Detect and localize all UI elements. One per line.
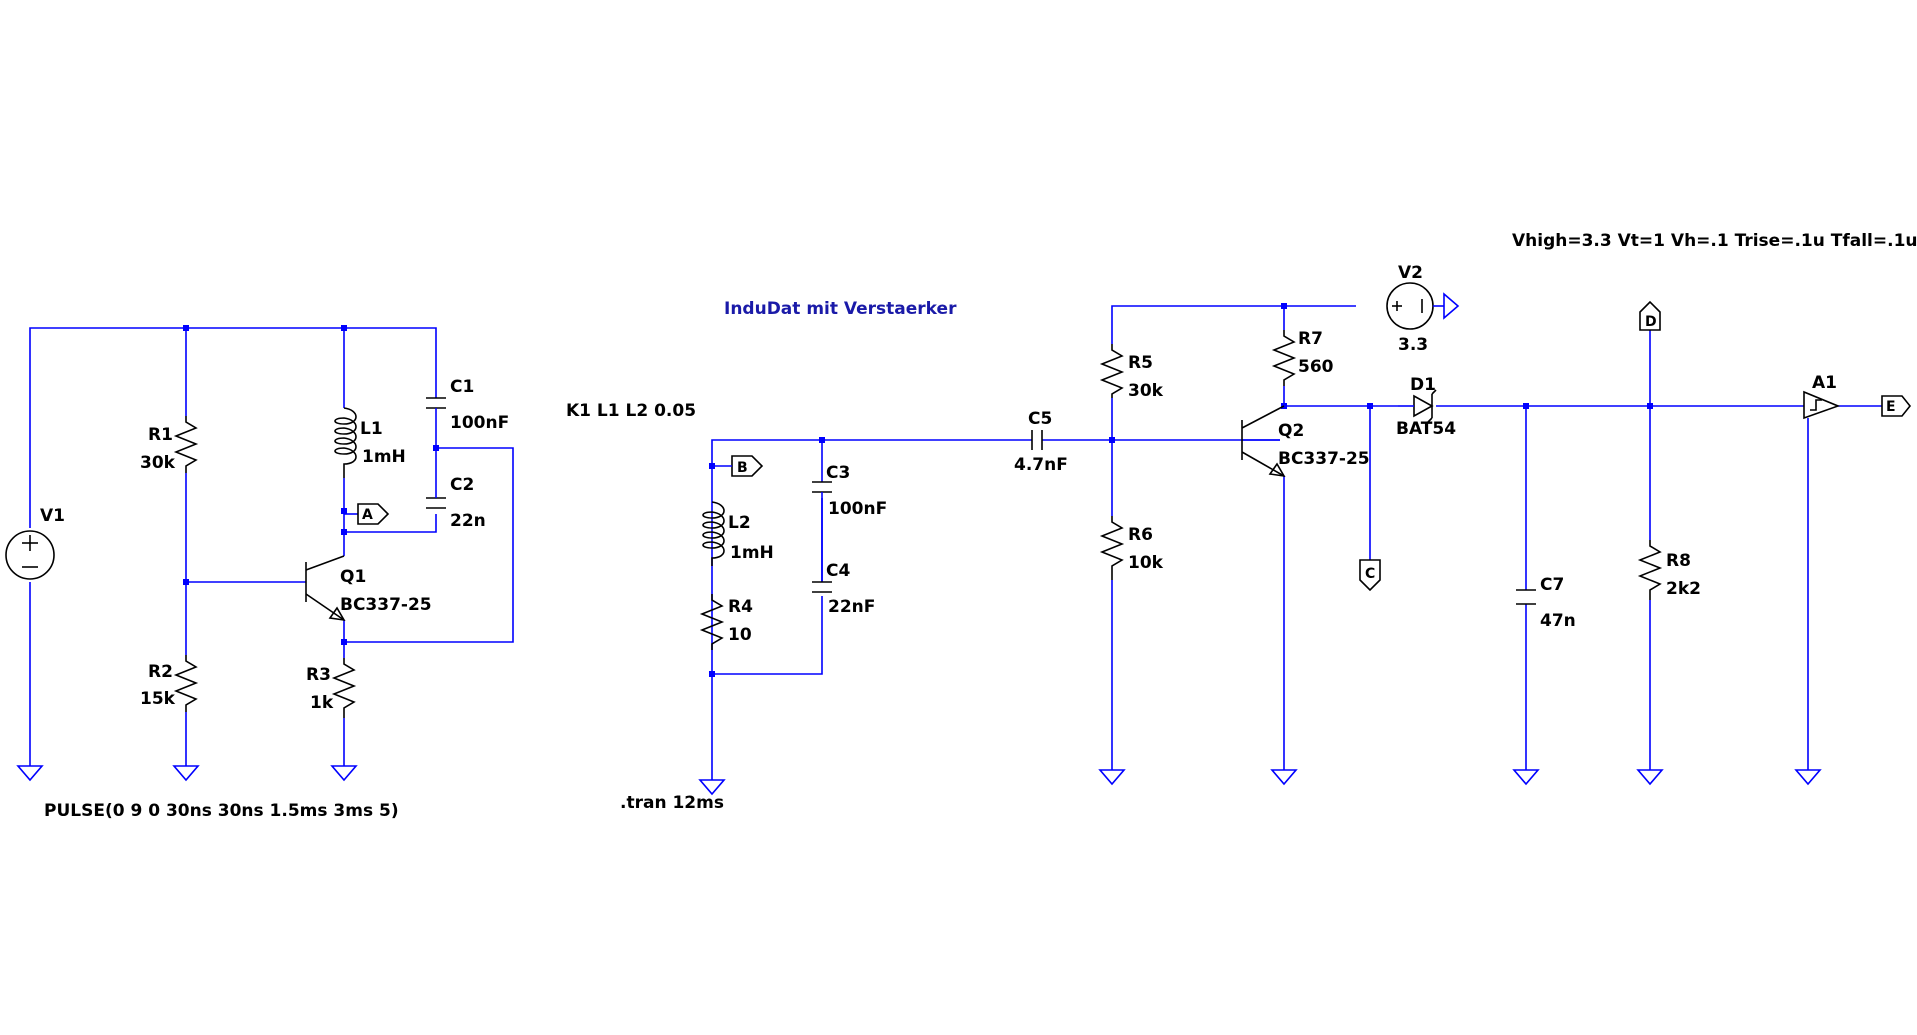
value-q2: BC337-25 (1278, 449, 1370, 469)
schematic-comment: InduDat mit Verstaerker (724, 299, 957, 319)
value-r7: 560 (1298, 357, 1334, 377)
inductor-l2[interactable] (702, 501, 725, 566)
resistor-r1[interactable] (173, 416, 199, 473)
value-r1: 30k (140, 453, 176, 473)
value-c3: 100nF (828, 499, 887, 519)
resistor-r8[interactable] (1637, 540, 1663, 600)
label-r1: R1 (148, 425, 173, 445)
value-r2: 15k (140, 689, 176, 709)
diode-d1[interactable] (1398, 389, 1437, 423)
label-c1: C1 (450, 377, 474, 397)
value-l1: 1mH (362, 447, 406, 467)
tran-directive: .tran 12ms (620, 793, 724, 813)
net-label-e: E (1886, 399, 1896, 415)
label-a1: A1 (1812, 373, 1837, 393)
value-r6: 10k (1128, 553, 1164, 573)
ground-icon (330, 752, 358, 782)
ground-icon (1270, 769, 1298, 786)
resistor-r5[interactable] (1099, 344, 1125, 398)
ground-icon (698, 779, 726, 796)
value-c7: 47n (1540, 611, 1576, 631)
value-c5: 4.7nF (1014, 455, 1068, 475)
net-flag-a[interactable]: A (344, 503, 390, 525)
net-flag-e[interactable]: E (1881, 395, 1912, 417)
label-l1: L1 (360, 419, 383, 439)
voltage-source-v1[interactable] (5, 530, 55, 580)
label-v1: V1 (40, 506, 65, 526)
resistor-r2[interactable] (173, 655, 199, 712)
label-c7: C7 (1540, 575, 1564, 595)
capacitor-c2[interactable] (426, 488, 446, 509)
label-r4: R4 (728, 597, 753, 617)
net-flag-d[interactable]: D (1639, 300, 1661, 331)
label-r2: R2 (148, 662, 173, 682)
capacitor-c4[interactable] (812, 581, 832, 593)
capacitor-c5[interactable] (1031, 430, 1043, 450)
value-v2: 3.3 (1398, 335, 1428, 355)
wires-resonator (711, 439, 1280, 780)
junctions-amplifier (1109, 303, 1653, 443)
transistor-q2[interactable] (1241, 405, 1286, 478)
value-r4: 10 (728, 625, 752, 645)
value-c4: 22nF (828, 597, 875, 617)
value-r8: 2k2 (1666, 579, 1701, 599)
label-q1: Q1 (340, 567, 366, 587)
label-r5: R5 (1128, 353, 1153, 373)
ground-icon (16, 752, 44, 782)
net-label-b: B (737, 460, 748, 476)
label-q2: Q2 (1278, 421, 1304, 441)
net-label-d: D (1645, 314, 1657, 330)
label-c4: C4 (826, 561, 850, 581)
net-label-c: C (1365, 566, 1375, 582)
label-d1: D1 (1410, 375, 1436, 395)
pulse-directive: PULSE(0 9 0 30ns 30ns 1.5ms 3ms 5) (44, 801, 399, 821)
ground-icon (1636, 769, 1664, 786)
value-c1: 100nF (450, 413, 509, 433)
value-r3: 1k (310, 693, 334, 713)
capacitor-c3[interactable] (812, 481, 832, 582)
coupling-directive: K1 L1 L2 0.05 (566, 401, 696, 421)
net-flag-c[interactable]: C (1359, 559, 1381, 592)
resistor-r3[interactable] (331, 658, 357, 718)
label-r7: R7 (1298, 329, 1323, 349)
schmitt-buffer-a1[interactable] (1803, 390, 1841, 420)
wires-amplifier (1111, 305, 1882, 770)
capacitor-c7[interactable] (1516, 589, 1536, 605)
value-d1: BAT54 (1396, 419, 1456, 439)
ground-icon (1098, 769, 1126, 786)
net-flag-b[interactable]: B (712, 455, 764, 477)
resistor-r6[interactable] (1099, 516, 1125, 580)
wires-oscillator (29, 327, 514, 752)
net-label-a: A (362, 507, 373, 523)
label-r3: R3 (306, 665, 331, 685)
label-v2: V2 (1398, 263, 1423, 283)
inductor-l1[interactable] (334, 407, 357, 478)
resistor-r7[interactable] (1271, 330, 1297, 386)
transistor-q1[interactable] (305, 555, 346, 622)
voltage-source-v2[interactable] (1386, 282, 1460, 330)
ground-icon (1512, 769, 1540, 786)
value-l2: 1mH (730, 543, 774, 563)
value-q1: BC337-25 (340, 595, 432, 615)
ground-icon (1794, 769, 1822, 786)
label-c3: C3 (826, 463, 850, 483)
capacitor-c1[interactable] (426, 397, 446, 448)
ground-icon (172, 752, 200, 782)
resistor-r4[interactable] (699, 594, 725, 650)
label-c2: C2 (450, 475, 474, 495)
label-c5: C5 (1028, 409, 1052, 429)
label-r8: R8 (1666, 551, 1691, 571)
value-r5: 30k (1128, 381, 1164, 401)
label-r6: R6 (1128, 525, 1153, 545)
label-l2: L2 (728, 513, 751, 533)
value-c2: 22n (450, 511, 486, 531)
a1-parameters: Vhigh=3.3 Vt=1 Vh=.1 Trise=.1u Tfall=.1u (1512, 231, 1917, 251)
